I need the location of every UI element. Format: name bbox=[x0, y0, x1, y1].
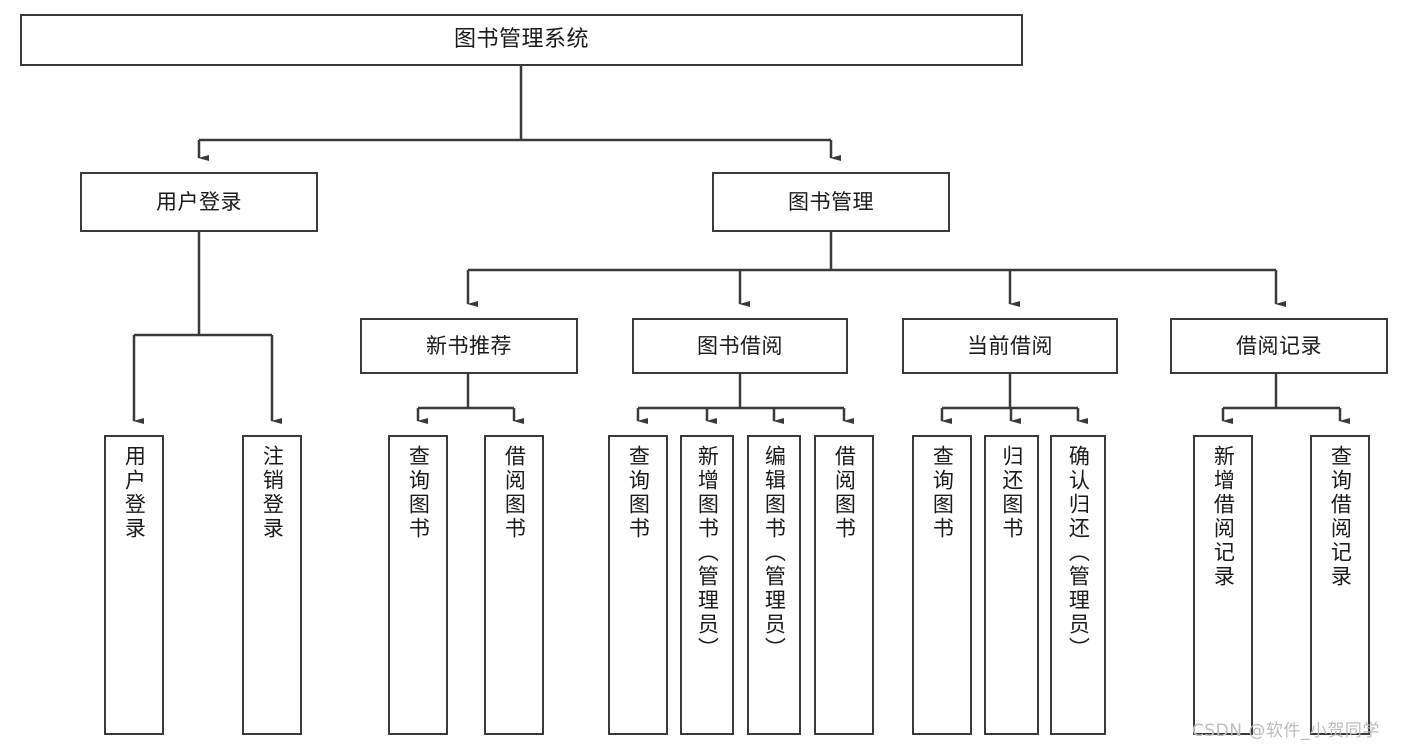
node-leaf-add-record[interactable]: 新增借阅记录 bbox=[1193, 435, 1253, 735]
node-leaf-logout-label: 注销登录 bbox=[260, 445, 285, 541]
node-leaf-return-book-label: 归还图书 bbox=[999, 445, 1024, 541]
node-leaf-edit-book-label: 编辑图书（管理员） bbox=[762, 445, 787, 661]
node-leaf-logout[interactable]: 注销登录 bbox=[242, 435, 302, 735]
node-leaf-confirm-return-label: 确认归还（管理员） bbox=[1066, 445, 1091, 661]
node-leaf-borrow-book-1-label: 借阅图书 bbox=[502, 445, 527, 541]
node-book-management[interactable]: 图书管理 bbox=[712, 172, 950, 232]
node-new-book-recommend[interactable]: 新书推荐 bbox=[360, 318, 578, 374]
node-borrow-record-label: 借阅记录 bbox=[1236, 333, 1322, 358]
node-current-borrow[interactable]: 当前借阅 bbox=[902, 318, 1118, 374]
node-user-login-label: 用户登录 bbox=[156, 189, 242, 214]
node-leaf-query-book-3-label: 查询图书 bbox=[930, 445, 955, 541]
node-book-management-label: 图书管理 bbox=[788, 189, 874, 214]
node-leaf-user-login-label: 用户登录 bbox=[122, 445, 147, 541]
node-leaf-borrow-book-2-label: 借阅图书 bbox=[832, 445, 857, 541]
node-leaf-user-login[interactable]: 用户登录 bbox=[104, 435, 164, 735]
csdn-watermark: CSDN @软件_小贺同学 bbox=[1192, 721, 1380, 741]
node-leaf-query-book-3[interactable]: 查询图书 bbox=[912, 435, 972, 735]
node-leaf-borrow-book-2[interactable]: 借阅图书 bbox=[814, 435, 874, 735]
node-borrow-record[interactable]: 借阅记录 bbox=[1170, 318, 1388, 374]
node-root-label: 图书管理系统 bbox=[453, 27, 589, 53]
node-leaf-query-book-1[interactable]: 查询图书 bbox=[388, 435, 448, 735]
node-leaf-add-record-label: 新增借阅记录 bbox=[1211, 445, 1236, 589]
node-leaf-add-book-label: 新增图书（管理员） bbox=[695, 445, 720, 661]
node-leaf-edit-book[interactable]: 编辑图书（管理员） bbox=[747, 435, 801, 735]
node-current-borrow-label: 当前借阅 bbox=[967, 333, 1053, 358]
node-leaf-query-record[interactable]: 查询借阅记录 bbox=[1310, 435, 1370, 735]
node-leaf-add-book[interactable]: 新增图书（管理员） bbox=[680, 435, 734, 735]
node-book-borrow-label: 图书借阅 bbox=[697, 333, 783, 358]
node-root[interactable]: 图书管理系统 bbox=[20, 14, 1023, 66]
node-leaf-query-book-2-label: 查询图书 bbox=[626, 445, 651, 541]
node-new-book-recommend-label: 新书推荐 bbox=[426, 333, 512, 358]
node-leaf-query-book-2[interactable]: 查询图书 bbox=[608, 435, 668, 735]
node-leaf-return-book[interactable]: 归还图书 bbox=[984, 435, 1039, 735]
node-leaf-borrow-book-1[interactable]: 借阅图书 bbox=[484, 435, 544, 735]
node-user-login[interactable]: 用户登录 bbox=[80, 172, 318, 232]
node-leaf-query-record-label: 查询借阅记录 bbox=[1328, 445, 1353, 589]
node-leaf-query-book-1-label: 查询图书 bbox=[406, 445, 431, 541]
node-leaf-confirm-return[interactable]: 确认归还（管理员） bbox=[1050, 435, 1106, 735]
node-book-borrow[interactable]: 图书借阅 bbox=[632, 318, 848, 374]
